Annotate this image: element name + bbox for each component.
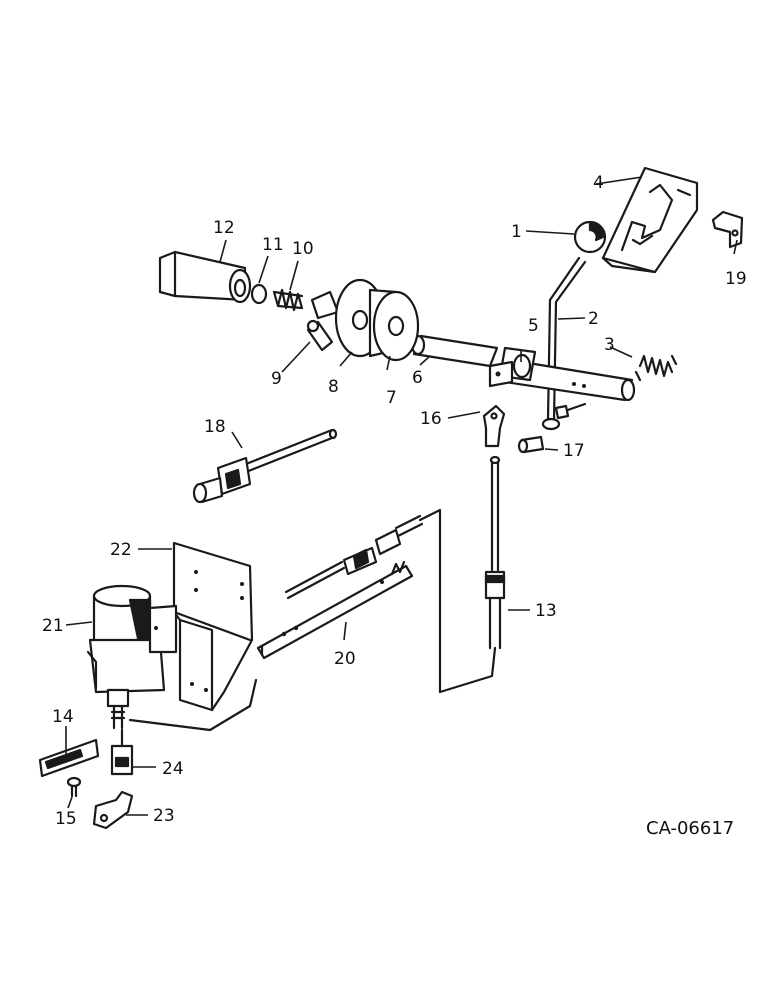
callout-24: 24	[162, 759, 184, 779]
part-16-clevis	[482, 404, 506, 448]
callout-20: 20	[334, 649, 356, 669]
callout-3: 3	[604, 335, 615, 355]
callout-16: 16	[420, 409, 442, 429]
callout-10: 10	[292, 239, 314, 259]
part-12-cylinder	[158, 250, 252, 304]
part-10-spring	[272, 288, 304, 312]
leader-lines	[65, 176, 738, 816]
part-11-washer	[250, 283, 268, 305]
callout-6: 6	[412, 368, 423, 388]
callout-17: 17	[563, 441, 585, 461]
part-23-clip	[92, 790, 134, 830]
callout-22: 22	[110, 540, 132, 560]
part-20-strap	[256, 514, 424, 660]
callout-4: 4	[593, 173, 604, 193]
callout-7: 7	[386, 388, 397, 408]
callout-23: 23	[153, 806, 175, 826]
callout-9: 9	[271, 369, 282, 389]
callout-1: 1	[511, 222, 522, 242]
part-2-lever	[541, 256, 587, 431]
callout-2: 2	[588, 309, 599, 329]
part-4-guide-plate	[601, 166, 699, 274]
part-13-cable	[418, 455, 506, 694]
part-14-strap	[38, 738, 100, 778]
connection-line	[128, 678, 258, 732]
drawing-code: CA-06617	[646, 818, 734, 839]
part-15-bolt	[66, 776, 82, 798]
callout-18: 18	[204, 417, 226, 437]
part-22-mount-bracket	[172, 541, 254, 712]
callout-12: 12	[213, 218, 235, 238]
part-9-pin	[306, 319, 334, 352]
part-19-bracket	[711, 210, 744, 249]
callouts: 1 2 3 4 5 6 7 8 9 10 11 12 13 14 15 16 1…	[42, 173, 747, 829]
callout-14: 14	[52, 707, 74, 727]
callout-8: 8	[328, 377, 339, 397]
part-18-rod	[192, 428, 338, 504]
callout-15: 15	[55, 809, 77, 829]
part-5-collar	[488, 346, 636, 402]
part-3-spring	[634, 354, 678, 382]
callout-21: 21	[42, 616, 64, 636]
part-17-pin	[517, 402, 587, 454]
part-24-clevis	[110, 728, 134, 776]
callout-5: 5	[528, 316, 539, 336]
part-21-solenoid	[86, 584, 178, 730]
callout-11: 11	[262, 235, 284, 255]
callout-13: 13	[535, 601, 557, 621]
callout-19: 19	[725, 269, 747, 289]
part-7-disc	[368, 288, 420, 362]
part-1-knob	[573, 220, 607, 254]
